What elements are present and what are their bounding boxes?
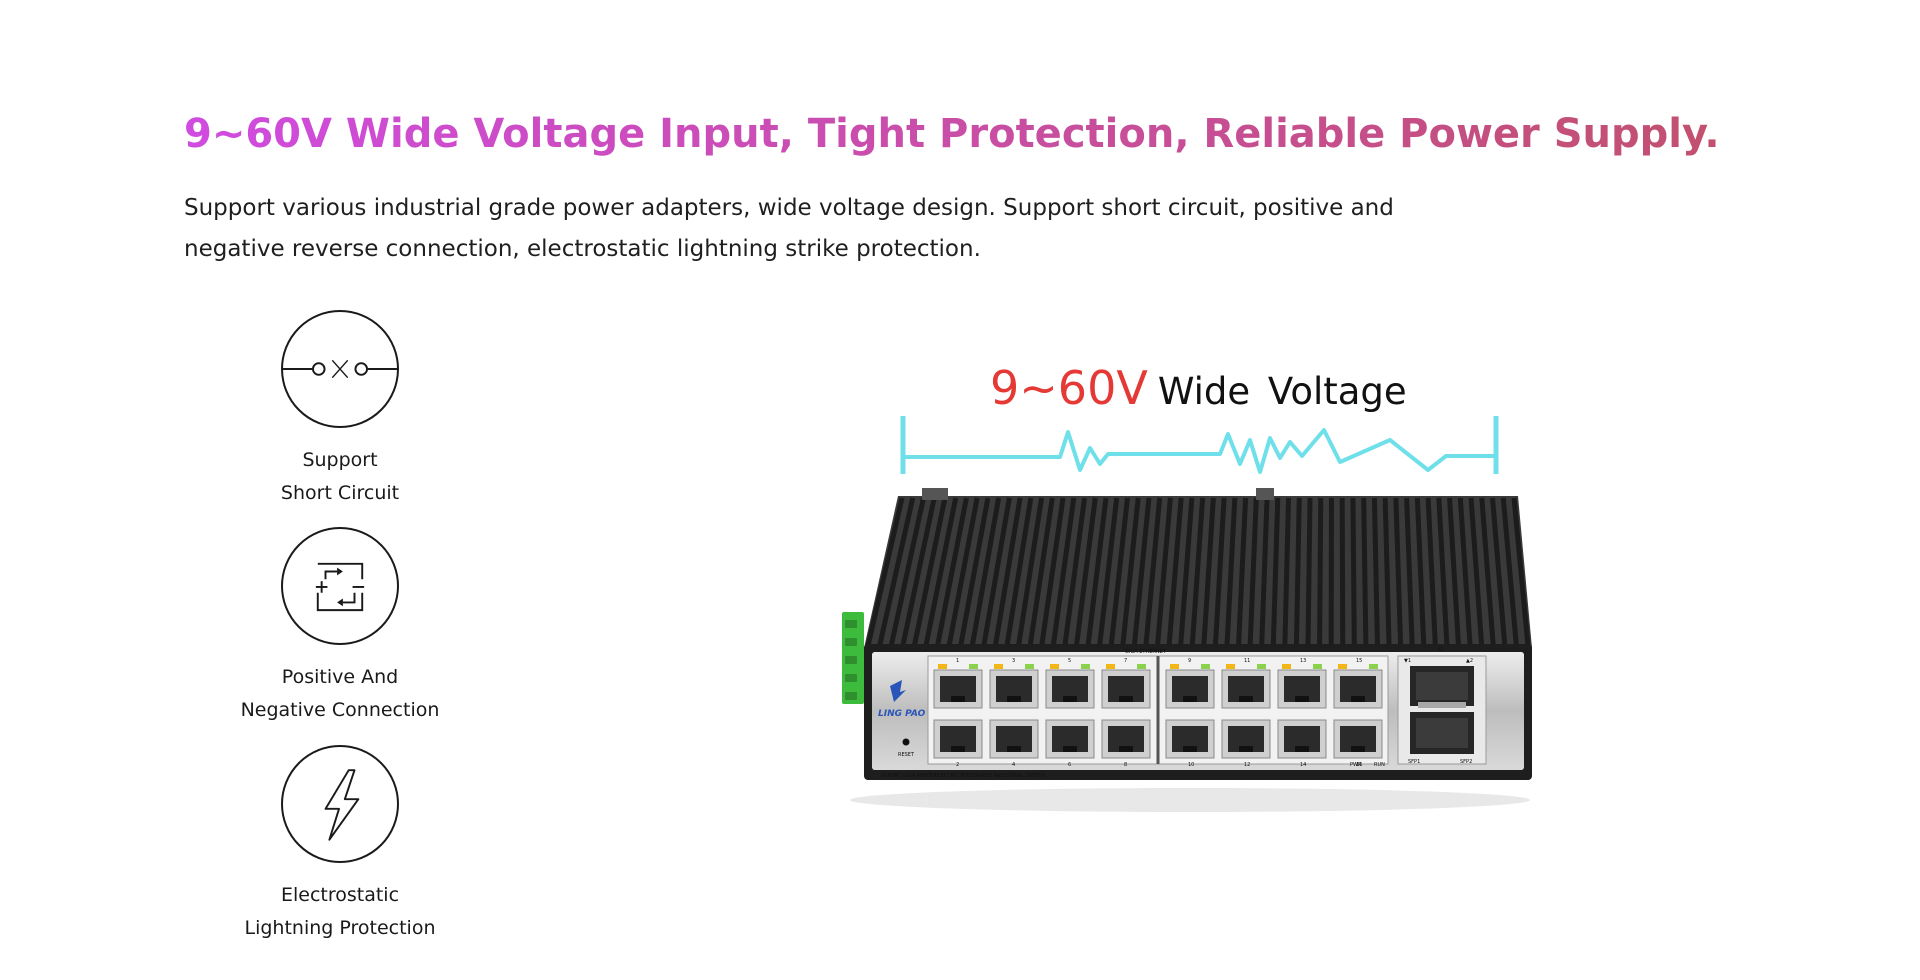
sfp1-label: SFP1 — [1408, 759, 1420, 765]
sfp-top-right-label: ▲2 — [1466, 658, 1473, 664]
port-number-bottom: 10 — [1188, 762, 1194, 768]
rj45-port-2[interactable] — [933, 719, 983, 759]
page-headline: 9~60V Wide Voltage Input, Tight Protecti… — [184, 106, 1720, 162]
feature-polarity-label: Positive And Negative Connection — [240, 661, 440, 727]
run-label: RUN — [1374, 762, 1385, 768]
port-number-bottom: 16 — [1356, 762, 1362, 768]
port-number-top: 5 — [1068, 658, 1071, 664]
rj45-port-11[interactable] — [1221, 664, 1271, 709]
sfp2-label: SFP2 — [1460, 759, 1472, 765]
sfp-group-label: G — [1439, 647, 1443, 653]
port-number-top: 11 — [1244, 658, 1250, 664]
device-shadow — [850, 788, 1530, 812]
industrial-switch-device: LING PAO RESET GIGA ETHERNET 16-PORT GIG… — [820, 480, 1540, 820]
description-line-1: Support various industrial grade power a… — [184, 195, 1394, 221]
feature-polarity-line-2: Negative Connection — [240, 699, 440, 721]
short-circuit-icon — [281, 310, 399, 428]
rj45-port-15[interactable] — [1333, 664, 1383, 709]
port-number-top: 9 — [1188, 658, 1191, 664]
port-number-top: 13 — [1300, 658, 1306, 664]
sfp-slot-2[interactable] — [1410, 712, 1474, 754]
reset-button[interactable] — [902, 738, 910, 746]
port-number-bottom: 14 — [1300, 762, 1306, 768]
voltage-label: Wide Voltage — [1157, 370, 1407, 413]
brand-name: LING PAO — [878, 709, 926, 719]
feature-lightning: Electrostatic Lightning Protection — [240, 745, 440, 945]
rj45-port-13[interactable] — [1277, 664, 1327, 709]
port-number-bottom: 4 — [1012, 762, 1015, 768]
port-number-bottom: 2 — [956, 762, 959, 768]
rj45-port-3[interactable] — [989, 664, 1039, 709]
rj45-port-7[interactable] — [1101, 664, 1151, 709]
port-number-top: 3 — [1012, 658, 1015, 664]
terminal-screws — [845, 620, 857, 700]
rj45-port-8[interactable] — [1101, 719, 1151, 759]
voltage-wave-graphic — [900, 412, 1510, 478]
feature-polarity-line-1: Positive And — [281, 666, 399, 688]
heatsink-fins — [865, 497, 1531, 647]
pwr-label: PWR — [1350, 762, 1362, 768]
feature-short-circuit-line-1: Support — [302, 449, 378, 471]
rj45-port-16[interactable] — [1333, 719, 1383, 759]
description-text: Support various industrial grade power a… — [184, 188, 1484, 270]
rj45-port-6[interactable] — [1045, 719, 1095, 759]
port-number-top: 15 — [1356, 658, 1362, 664]
description-line-2: negative reverse connection, electrostat… — [184, 236, 981, 262]
feature-lightning-line-1: Electrostatic — [280, 884, 400, 906]
din-clip-right — [1256, 488, 1274, 500]
sfp-slot-1[interactable] — [1410, 666, 1474, 708]
feature-polarity: Positive And Negative Connection — [240, 527, 440, 727]
rj45-port-10[interactable] — [1165, 719, 1215, 759]
rj45-port-1[interactable] — [933, 664, 983, 709]
reset-label: RESET — [898, 752, 915, 758]
feature-lightning-label: Electrostatic Lightning Protection — [240, 879, 440, 945]
port-number-bottom: 6 — [1068, 762, 1071, 768]
feature-short-circuit-label: Support Short Circuit — [240, 444, 440, 510]
voltage-range: 9~60V — [990, 361, 1148, 415]
polarity-icon — [281, 527, 399, 645]
brand-logo: LING PAO — [878, 680, 926, 719]
bottom-label: 16-PORT GIGA PHOTOELECTRIC INTEGRATED IN… — [880, 773, 1045, 779]
port-number-top: 1 — [956, 658, 959, 664]
feature-lightning-line-2: Lightning Protection — [244, 917, 436, 939]
feature-short-circuit: Support Short Circuit — [240, 310, 440, 510]
rj45-port-5[interactable] — [1045, 664, 1095, 709]
sfp-top-left-label: ▼1 — [1404, 658, 1411, 664]
rj45-port-9[interactable] — [1165, 664, 1215, 709]
top-label: GIGA ETHERNET — [1125, 649, 1167, 655]
port-number-bottom: 12 — [1244, 762, 1250, 768]
rj45-port-14[interactable] — [1277, 719, 1327, 759]
din-clip-left — [922, 488, 948, 500]
port-number-bottom: 8 — [1124, 762, 1127, 768]
feature-short-circuit-line-2: Short Circuit — [280, 482, 400, 504]
rj45-port-4[interactable] — [989, 719, 1039, 759]
rj45-port-12[interactable] — [1221, 719, 1271, 759]
port-number-top: 7 — [1124, 658, 1127, 664]
lightning-icon — [281, 745, 399, 863]
